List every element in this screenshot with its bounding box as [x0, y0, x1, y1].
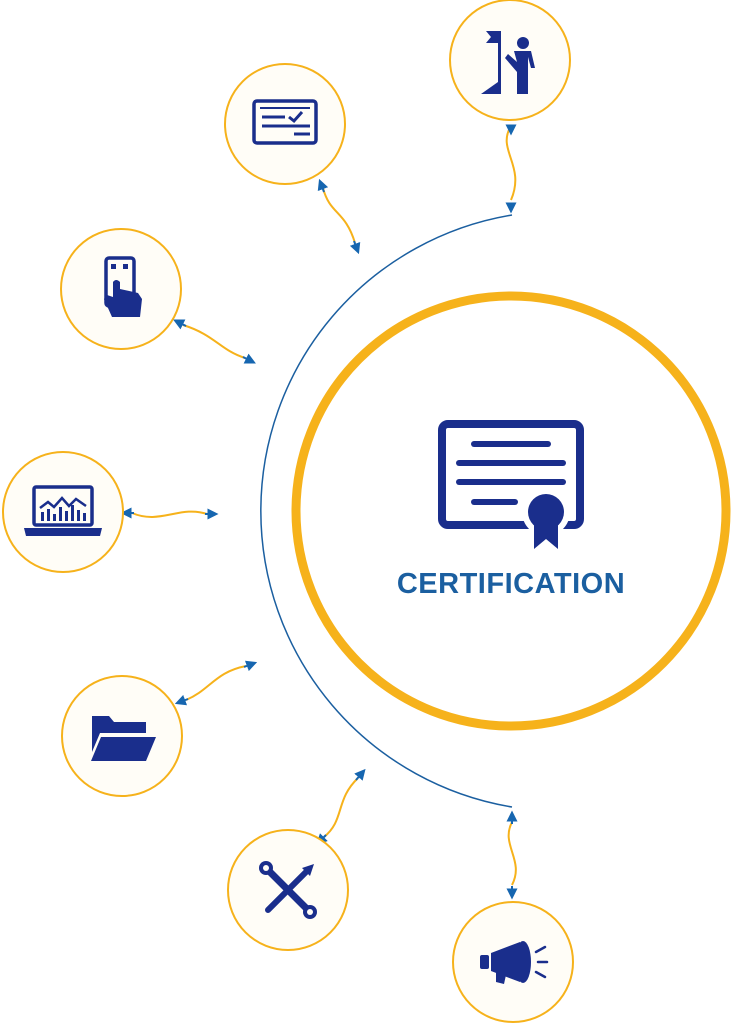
goal-flag-icon	[481, 31, 535, 94]
tools-icon	[259, 861, 317, 919]
center-circle	[291, 291, 731, 731]
connector-document	[317, 178, 361, 255]
satellite-folder	[61, 675, 183, 797]
connector-folder	[174, 660, 258, 706]
satellite-document	[224, 63, 346, 185]
document-check-icon	[252, 99, 318, 145]
megaphone-icon	[480, 941, 549, 984]
laptop-chart-icon	[24, 485, 102, 536]
connector-megaphone	[506, 810, 518, 900]
certificate-icon	[438, 420, 584, 549]
connector-laptop	[120, 507, 219, 520]
satellite-goal	[449, 0, 571, 121]
center-label: CERTIFICATION	[396, 568, 626, 600]
satellite-laptop	[2, 451, 124, 573]
connector-touch	[173, 319, 256, 364]
satellite-touch	[60, 228, 182, 350]
satellite-tools	[227, 829, 349, 951]
connector-tools	[316, 768, 366, 845]
folder-icon	[91, 716, 156, 761]
connector-goal	[505, 124, 517, 214]
connector-arc	[260, 214, 513, 808]
touch-phone-icon	[104, 256, 142, 317]
satellite-megaphone	[452, 901, 574, 1023]
